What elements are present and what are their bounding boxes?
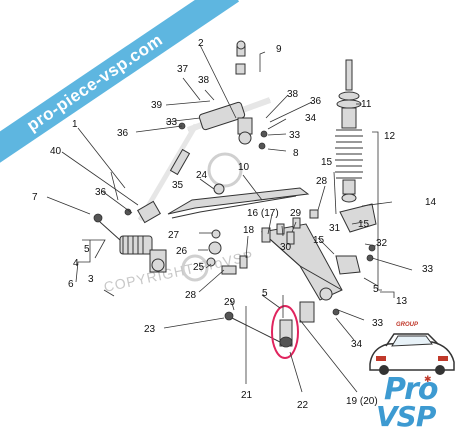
callout: 34 bbox=[351, 339, 363, 350]
callout: 5 bbox=[373, 284, 379, 295]
logo-star-icon: ✱ bbox=[424, 374, 432, 384]
callout: 6 bbox=[68, 279, 74, 290]
callout: 11 bbox=[361, 99, 372, 110]
highlight-ellipse bbox=[271, 305, 299, 359]
callout: 5 bbox=[262, 288, 268, 299]
shock-absorber bbox=[335, 59, 363, 203]
callout: 5 bbox=[84, 244, 90, 255]
callout: 14 bbox=[425, 197, 437, 208]
callout: 28 bbox=[185, 290, 197, 301]
callout: 37 bbox=[177, 64, 189, 75]
callout: 36 bbox=[310, 96, 322, 107]
callout: 38 bbox=[198, 75, 210, 86]
copyright-symbol-watermark bbox=[207, 152, 243, 188]
lower-wishbone bbox=[260, 223, 343, 301]
callout: 15 bbox=[321, 157, 333, 168]
callout: 2 bbox=[198, 38, 204, 49]
callout: 27 bbox=[168, 230, 180, 241]
callout: 10 bbox=[238, 162, 250, 173]
callout: 8 bbox=[293, 148, 299, 159]
callout: 24 bbox=[196, 170, 208, 181]
callout: 25 bbox=[193, 262, 205, 273]
callout: 38 bbox=[287, 89, 299, 100]
steering-column bbox=[137, 97, 272, 224]
callout: 29 bbox=[224, 297, 236, 308]
callout: 34 bbox=[305, 113, 317, 124]
callout: 36 bbox=[95, 187, 107, 198]
callout: 7 bbox=[32, 192, 38, 203]
callout: 3 bbox=[88, 274, 94, 285]
callout: 32 bbox=[376, 238, 388, 249]
logo-group-text: GROUP bbox=[396, 322, 419, 328]
callout: 23 bbox=[144, 324, 156, 335]
callout: 30 bbox=[280, 242, 292, 253]
steering-rack bbox=[93, 213, 167, 273]
callout-numbers: 1 2 3 4 5 5 6 7 8 9 10 11 12 13 14 15 15… bbox=[32, 38, 437, 411]
callout: 18 bbox=[243, 225, 255, 236]
callout: 21 bbox=[241, 390, 253, 401]
logo-vsp-text: VSP bbox=[376, 400, 436, 433]
callout: 13 bbox=[396, 296, 408, 307]
callout: 12 bbox=[384, 131, 396, 142]
callout: 15 bbox=[313, 235, 325, 246]
callout: 35 bbox=[172, 180, 184, 191]
callout: 26 bbox=[176, 246, 188, 257]
callout: 33 bbox=[289, 130, 301, 141]
anti-roll-bar bbox=[167, 187, 310, 219]
callout: 31 bbox=[329, 223, 341, 234]
copyright-symbol-watermark-2 bbox=[181, 254, 209, 282]
callout: 9 bbox=[276, 44, 282, 55]
callout: 40 bbox=[50, 146, 62, 157]
callout: 33 bbox=[422, 264, 434, 275]
callout: 1 bbox=[72, 119, 78, 130]
callout: 4 bbox=[73, 258, 79, 269]
callout: 22 bbox=[297, 400, 309, 411]
tie-rod bbox=[224, 301, 315, 359]
car-icon bbox=[369, 333, 455, 375]
callout: 36 bbox=[117, 128, 129, 139]
leader-lines bbox=[46, 44, 413, 393]
callout: 15 bbox=[358, 219, 370, 230]
callout: 16 (17) bbox=[247, 208, 279, 219]
callout: 29 bbox=[290, 208, 302, 219]
provsp-logo: GROUP Pro ✱ VSP bbox=[362, 322, 462, 433]
callout: 33 bbox=[166, 117, 178, 128]
logo-pro-text: Pro bbox=[384, 372, 438, 407]
callout: 28 bbox=[316, 176, 328, 187]
callout: 19 (20) bbox=[346, 396, 378, 407]
small-parts bbox=[124, 122, 376, 316]
bolt-set-9 bbox=[235, 40, 246, 75]
hub-carrier bbox=[309, 203, 377, 275]
callout: 39 bbox=[151, 100, 163, 111]
callout: 33 bbox=[372, 318, 384, 329]
